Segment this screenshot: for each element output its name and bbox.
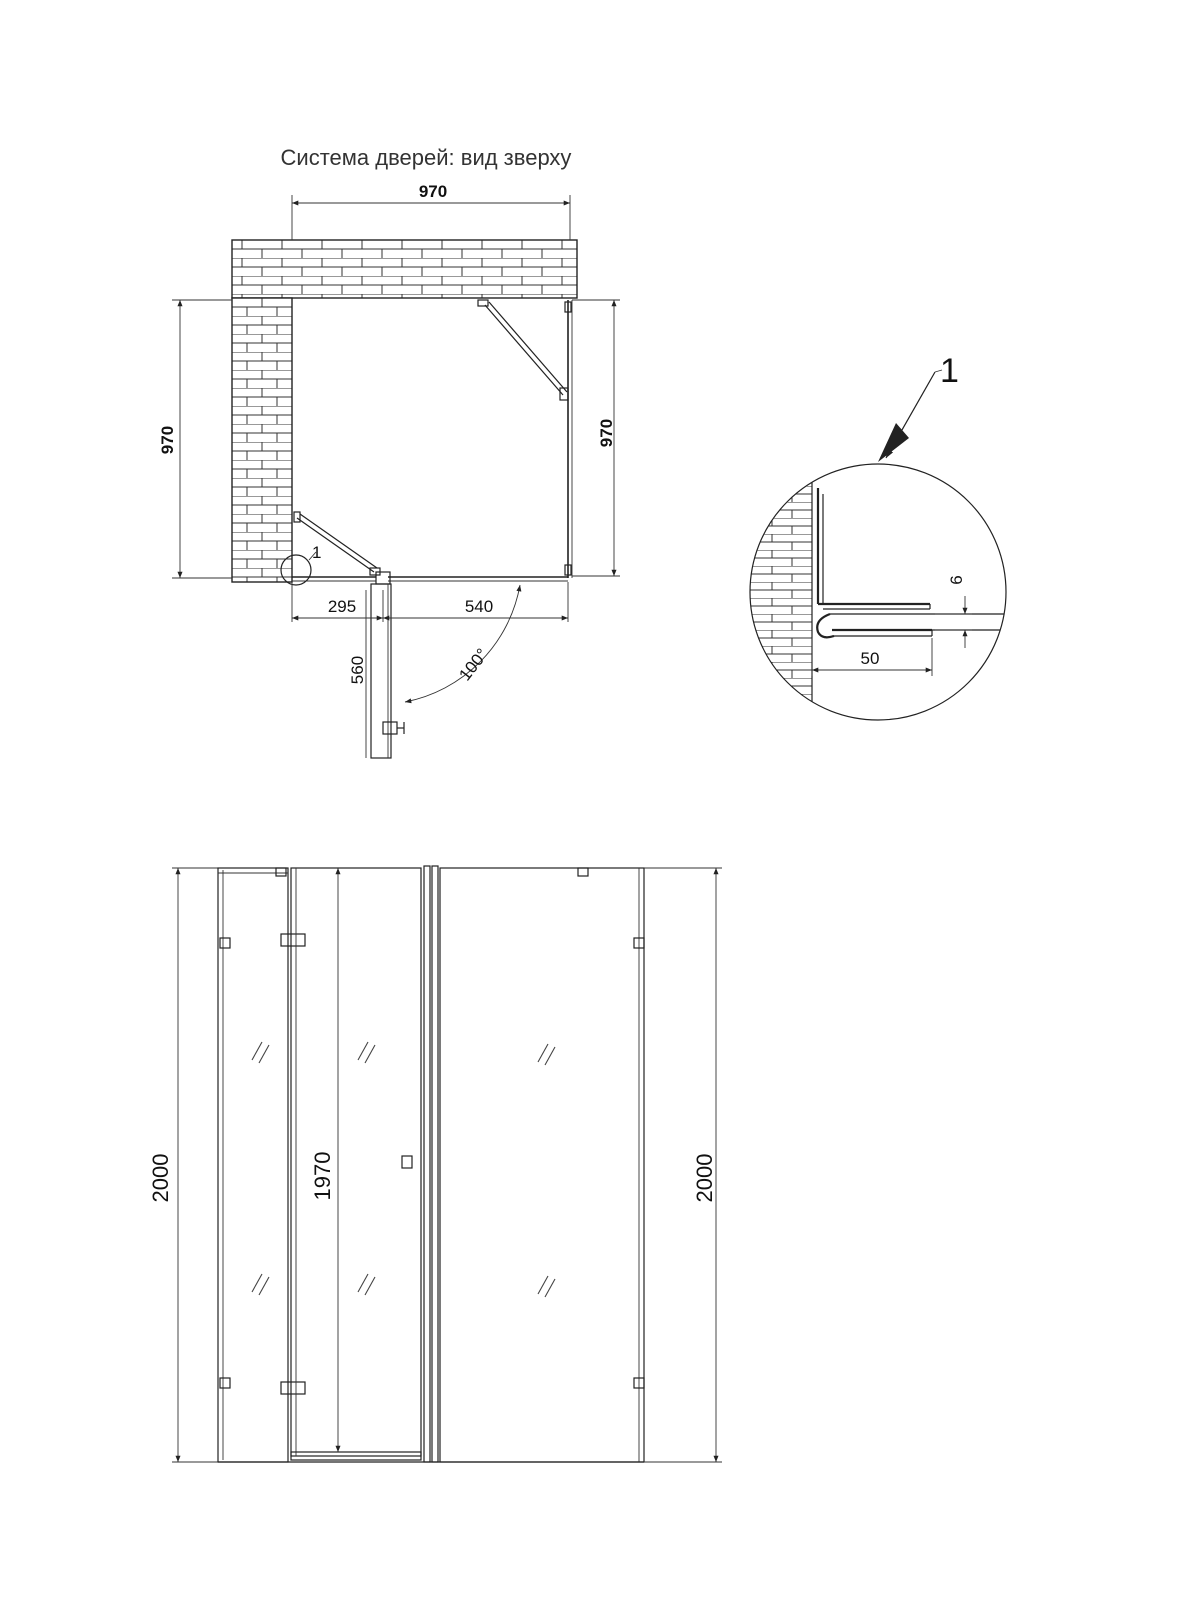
detail-circle	[749, 463, 1007, 721]
front-door-panel	[290, 867, 422, 1457]
door-knob	[401, 1155, 413, 1169]
dim-door-swing: 560	[348, 656, 367, 684]
detail-view: 1	[749, 352, 1007, 721]
left-support-bar	[296, 517, 375, 573]
detail-marker-circle	[280, 554, 312, 586]
detail-marker-label: 1	[312, 543, 321, 562]
dim-detail-gap: 6	[947, 575, 966, 584]
front-view: 2000 1970 2000	[148, 865, 722, 1463]
dim-door-width: 540	[465, 597, 493, 616]
dim-depth-left: 970	[158, 426, 177, 454]
door-handle	[382, 721, 398, 735]
door-threshold	[290, 1451, 422, 1461]
dim-detail-offset: 50	[861, 649, 880, 668]
back-wall	[231, 239, 578, 299]
dim-fixed-panel: 295	[328, 597, 356, 616]
front-fixed-panel-left	[217, 867, 289, 1463]
top-view: 970 970 970	[158, 182, 620, 759]
dim-height-left: 2000	[148, 1154, 173, 1203]
right-support-bar	[484, 304, 564, 396]
door-swing-arc	[404, 584, 522, 704]
door-open-position	[370, 583, 392, 759]
detail-arrow-icon	[878, 423, 909, 462]
dim-door-height: 1970	[310, 1152, 335, 1201]
dim-depth-right: 970	[597, 419, 616, 447]
dim-height-right: 2000	[692, 1154, 717, 1203]
dim-width-top: 970	[419, 182, 447, 201]
glass-hatch-marks	[251, 1041, 556, 1298]
drawing-title: Система дверей: вид зверху	[281, 145, 572, 170]
side-wall	[231, 297, 293, 583]
detail-callout-number: 1	[940, 352, 959, 390]
front-fixed-panel-right	[439, 867, 645, 1463]
